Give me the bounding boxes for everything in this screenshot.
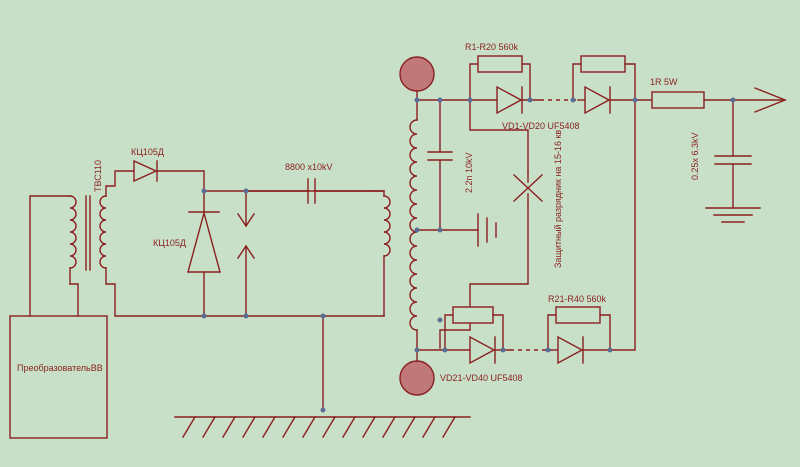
kts1-label: КЦ105Д bbox=[131, 147, 164, 157]
resistor-r21 bbox=[452, 306, 494, 324]
vd-bot-label: VD21-VD40 UF5408 bbox=[440, 373, 523, 383]
tbs-label: ТВС110 bbox=[93, 160, 103, 192]
capacitor-2-2n bbox=[427, 151, 453, 161]
spark-label: Защитный разрядник на 15-16 кв bbox=[553, 130, 563, 268]
transformer-tbs bbox=[69, 195, 107, 285]
capacitor-output bbox=[714, 155, 752, 165]
electrode-top bbox=[399, 56, 435, 92]
r-out-label: 1R 5W bbox=[650, 77, 678, 87]
spark-arrows bbox=[237, 190, 255, 317]
transformer-hv-primary bbox=[369, 190, 391, 317]
resistor-r1 bbox=[477, 55, 523, 73]
cap-out-label: 0.25x 6.3kV bbox=[690, 132, 700, 180]
cap-main-label: 8800 x10kV bbox=[285, 162, 333, 172]
diode-kts105d-series bbox=[133, 159, 158, 183]
r-bot-label: R21-R40 560k bbox=[548, 294, 607, 304]
converter-label: ПреобразовательВВ bbox=[17, 363, 103, 373]
converter-block bbox=[9, 315, 108, 439]
output-arrow bbox=[754, 87, 787, 113]
output-ground bbox=[705, 207, 761, 223]
ground-hatch bbox=[174, 416, 471, 438]
diode-vd-bottom-2 bbox=[557, 335, 584, 365]
r-top-label: R1-R20 560k bbox=[465, 42, 519, 52]
resistor-r40 bbox=[555, 306, 601, 324]
capacitor-8800 bbox=[245, 178, 371, 204]
resistor-1r bbox=[651, 91, 705, 109]
transformer-hv-secondary bbox=[409, 99, 418, 351]
diode-vd-top-2 bbox=[584, 85, 611, 115]
kts2-label: КЦ105Д bbox=[153, 238, 186, 248]
resistor-r20 bbox=[580, 55, 626, 73]
diode-vd-top-1 bbox=[496, 85, 523, 115]
electrode-bottom bbox=[399, 360, 435, 396]
diode-kts105d-shunt bbox=[187, 210, 221, 273]
midpoint-ground bbox=[477, 213, 497, 247]
diode-vd-bottom-1 bbox=[469, 335, 496, 365]
spark-gap bbox=[513, 171, 543, 207]
vd-top-label: VD1-VD20 UF5408 bbox=[502, 121, 580, 131]
cap-22-label: 2.2n 10kV bbox=[464, 152, 474, 193]
junction-dots bbox=[201, 97, 736, 413]
